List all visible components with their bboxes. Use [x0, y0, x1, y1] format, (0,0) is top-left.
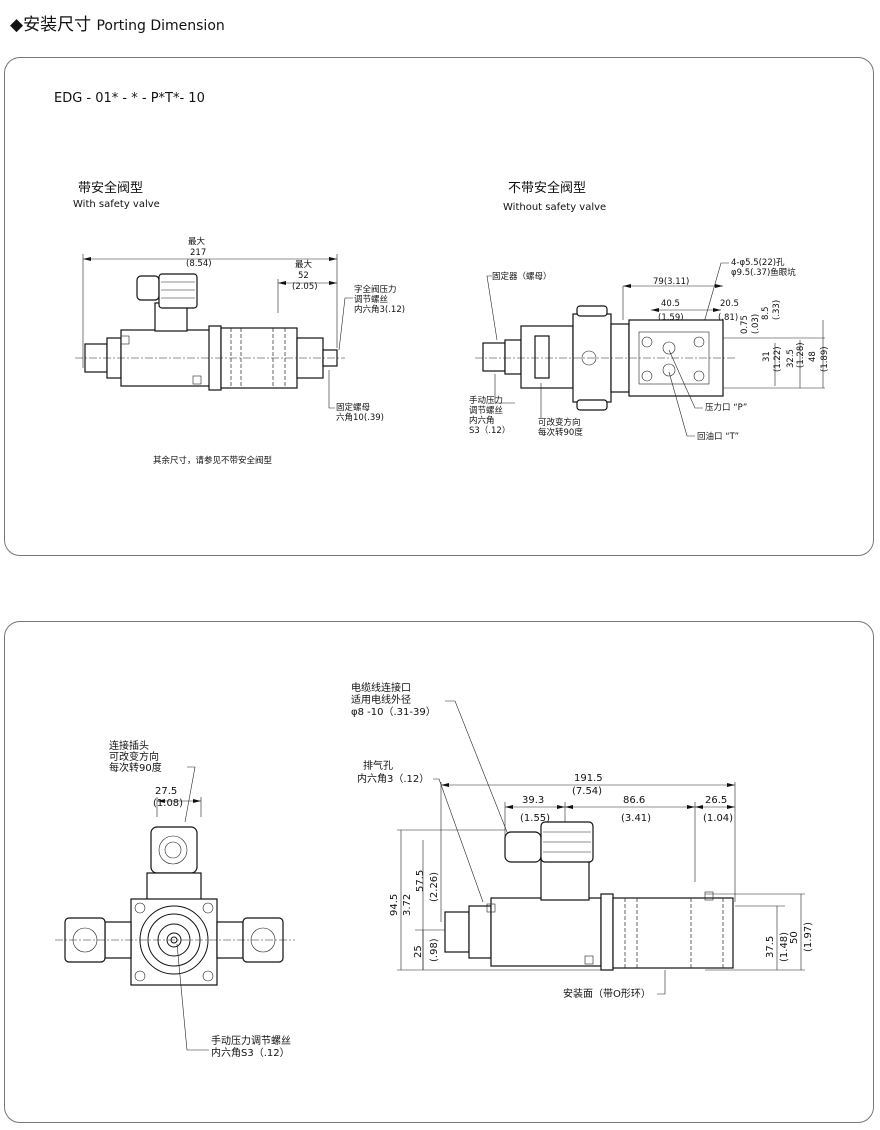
with-safety-title-cn: 带安全阀型	[78, 180, 143, 196]
rotate-note-1: 可改变方向	[538, 417, 581, 428]
dim-94-5: 94.5	[389, 894, 400, 916]
manual-adjust-note-2: 内六角S3（.12）	[211, 1046, 290, 1059]
top-drawing: EDG - 01* - * - P*T*- 10 带安全阀型 With safe…	[54, 91, 830, 466]
dim-8-5-inch: (.33)	[772, 300, 782, 320]
top-panel: EDG - 01* - * - P*T*- 10 带安全阀型 With safe…	[4, 57, 874, 556]
dim-27-5: 27.5	[155, 786, 177, 797]
cable-note-1: 电缆线连接口	[351, 681, 411, 694]
rotate-note-2: 每次转90度	[538, 427, 583, 438]
fixer-note: 固定器（螺母）	[492, 271, 552, 282]
manual-note-2: 调节螺丝	[469, 405, 504, 416]
dim-40-5: 40.5	[661, 299, 680, 309]
nut-note-1: 固定螺母	[336, 402, 370, 413]
dim-217-label: 最大	[188, 236, 206, 247]
valve-front-view	[55, 826, 295, 986]
connector-note-1: 连接插头	[109, 739, 149, 752]
dim-32-5-inch: (1.28)	[796, 342, 806, 368]
dim-31-inch: (1.22)	[773, 346, 783, 372]
dim-57-5: 57.5	[415, 870, 426, 892]
vent-note-1: 排气孔	[363, 759, 393, 772]
dim-0-75-inch: (.03)	[751, 314, 761, 334]
connector-note-2: 可改变方向	[109, 750, 159, 763]
dim-79: 79(3.11)	[653, 277, 689, 287]
dim-50-inch: (1.97)	[803, 922, 814, 952]
bottom-panel: 连接插头 可改变方向 每次转90度 27.5 (1.08) 手动压力调节螺丝 内…	[4, 621, 874, 1123]
section-header: ◆安装尺寸 Porting Dimension	[10, 10, 225, 35]
port-t-label: 回油口 “T”	[697, 431, 739, 442]
port-p-label: 压力口 “P”	[705, 402, 747, 413]
with-safety-title-en: With safety valve	[73, 199, 160, 210]
dim-86-6: 86.6	[623, 795, 645, 806]
dim-48-inch: (1.89)	[820, 346, 830, 372]
valve-side-view	[444, 821, 734, 971]
adjust-note-1: 字全阀压力	[354, 284, 397, 295]
dim-50: 50	[789, 931, 800, 944]
without-safety-title-en: Without safety valve	[503, 202, 606, 213]
footnote: 其余尺寸，请参见不带安全阀型	[153, 455, 273, 466]
dim-26-5: 26.5	[705, 795, 727, 806]
dim-52-label: 最大	[295, 259, 313, 270]
manual-adjust-note-1: 手动压力调节螺丝	[211, 1034, 291, 1047]
dim-52-inch: (2.05)	[292, 282, 318, 292]
dim-217-inch: (8.54)	[186, 259, 212, 269]
header-title-en: Porting Dimension	[96, 18, 225, 34]
manual-note-3: 内六角	[469, 415, 495, 426]
dim-40-5-inch: (1.59)	[658, 313, 684, 323]
dim-25: 25	[413, 945, 424, 958]
dim-3-72: 3.72	[402, 894, 413, 916]
dim-8-5: 8.5	[761, 306, 771, 320]
dim-191-5-inch: (7.54)	[572, 786, 602, 797]
vent-note-2: 内六角3（.12）	[357, 772, 429, 785]
dim-191-5: 191.5	[574, 773, 603, 784]
dim-37-5: 37.5	[765, 936, 776, 958]
valve-without-safety	[475, 305, 735, 411]
header-title-cn: 安装尺寸	[23, 15, 92, 35]
dim-27-5-inch: (1.08)	[153, 798, 183, 809]
dim-26-5-inch: (1.04)	[703, 813, 733, 824]
dim-86-6-inch: (3.41)	[621, 813, 651, 824]
holes-note-2: φ9.5(.37)鱼眼坑	[731, 267, 796, 278]
mount-face-note: 安装面（带O形环）	[563, 987, 651, 1000]
diamond-icon: ◆	[10, 15, 24, 35]
dim-39-3-inch: (1.55)	[520, 813, 550, 824]
without-safety-title-cn: 不带安全阀型	[508, 180, 586, 196]
dim-39-3: 39.3	[522, 795, 544, 806]
dim-0-75: 0.75	[740, 315, 750, 334]
nut-note-2: 六角10(.39)	[336, 412, 384, 423]
dim-37-5-inch: (1.48)	[779, 932, 790, 962]
adjust-note-2: 调节螺丝	[354, 294, 389, 305]
adjust-note-3: 内六角3(.12)	[354, 304, 405, 315]
dim-32-5: 32.5	[786, 349, 796, 368]
model-code: EDG - 01* - * - P*T*- 10	[54, 91, 205, 106]
manual-note-1: 手动压力	[469, 395, 503, 406]
cable-note-2: 适用电线外径	[351, 693, 411, 706]
dim-20-5: 20.5	[720, 299, 739, 309]
dim-31: 31	[762, 351, 772, 362]
dim-25-inch: (.98)	[429, 938, 440, 962]
dim-52-value: 52	[298, 271, 309, 281]
holes-note-1: 4-φ5.5(22)孔	[731, 258, 785, 268]
dim-57-5-inch: (2.26)	[429, 872, 440, 902]
cable-note-3: φ8 -10（.31-39）	[351, 706, 436, 718]
manual-note-4: S3（.12）	[469, 425, 510, 436]
dim-20-5-inch: (.81)	[718, 313, 738, 323]
bottom-drawing: 连接插头 可改变方向 每次转90度 27.5 (1.08) 手动压力调节螺丝 内…	[55, 681, 814, 1059]
valve-with-safety	[75, 273, 345, 391]
dim-217-value: 217	[190, 248, 206, 258]
dim-48: 48	[808, 351, 818, 362]
connector-note-3: 每次转90度	[109, 761, 162, 774]
